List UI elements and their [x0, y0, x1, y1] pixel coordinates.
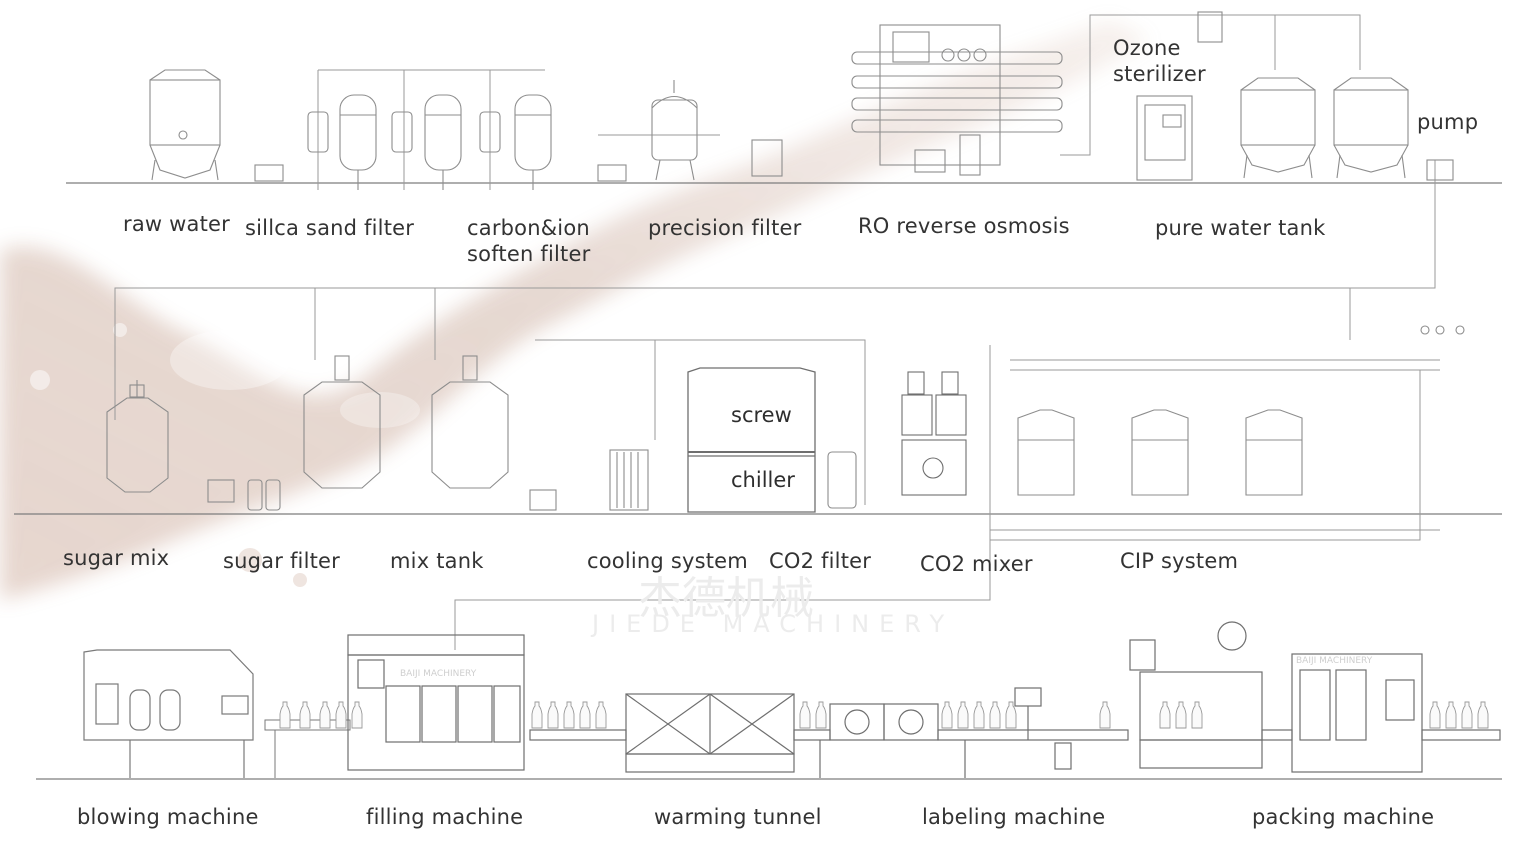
bottle-icon — [595, 701, 607, 729]
ozone-sterilizer-unit — [1136, 11, 1223, 181]
bottle-icon — [335, 701, 347, 729]
bottle-icon — [1445, 701, 1457, 729]
bottle-icon — [1429, 701, 1441, 729]
label-silica-sand-filter: sillca sand filter — [245, 216, 415, 240]
bottle-icon — [319, 701, 331, 729]
label-pure-water-tank: pure water tank — [1155, 216, 1326, 240]
watermark-chinese: 杰德机械 — [638, 573, 814, 624]
ion-soften-filter — [479, 94, 627, 190]
ro-reverse-osmosis-unit — [851, 24, 1063, 176]
brand-plate-packing: BAIJI MACHINERY — [1296, 656, 1373, 666]
bottle-icon — [799, 701, 811, 729]
labeling-machine-unit — [819, 687, 1129, 778]
label-co2-mixer: CO2 mixer — [920, 552, 1033, 576]
cooling-system-unit — [609, 449, 649, 511]
precision-filter-unit — [651, 80, 783, 181]
bottle-icon — [1477, 701, 1489, 729]
bottle-icon — [547, 701, 559, 729]
label-labeling-machine: labeling machine — [922, 805, 1106, 829]
liquid-splash-background — [0, 20, 1150, 600]
carbon-filter — [391, 94, 462, 190]
label-ozone-line2: sterilizer — [1113, 62, 1206, 86]
sugar-filter-unit — [207, 479, 281, 511]
bottle-icon — [531, 701, 543, 729]
label-raw-water: raw water — [123, 212, 230, 236]
co2-filter-unit — [827, 451, 857, 509]
bottle-icon — [279, 701, 291, 729]
mix-tank-2 — [431, 355, 557, 511]
bottle-icon — [1461, 701, 1473, 729]
bottle-icon — [941, 701, 953, 729]
bottle-icon — [973, 701, 985, 729]
piping-lines — [114, 14, 1440, 650]
screw-chiller-unit — [687, 367, 816, 513]
bottle-icon — [1191, 701, 1203, 729]
bottle-icon — [1159, 701, 1171, 729]
packing-machine-unit — [1129, 621, 1501, 773]
label-filling-machine: filling machine — [366, 805, 524, 829]
label-blowing-machine: blowing machine — [77, 805, 259, 829]
pump-unit — [1426, 159, 1454, 181]
floor-lines — [14, 182, 1502, 780]
bottle-icon — [957, 701, 969, 729]
blowing-machine-unit — [83, 649, 254, 778]
label-ozone-line1: Ozone — [1113, 36, 1181, 60]
label-warming-tunnel: warming tunnel — [654, 805, 822, 829]
co2-mixer-unit — [901, 371, 967, 496]
warming-tunnel-unit — [529, 693, 831, 773]
label-carbon-ion-line1: carbon&ion — [467, 216, 590, 240]
label-sugar-mix: sugar mix — [63, 546, 170, 570]
label-co2-filter: CO2 filter — [769, 549, 872, 573]
brand-plate-filling: BAIJI MACHINERY — [400, 669, 477, 679]
bottle-icon — [563, 701, 575, 729]
bottle-icon — [1005, 701, 1017, 729]
label-sugar-filter: sugar filter — [223, 549, 341, 573]
label-mix-tank: mix tank — [390, 549, 484, 573]
label-packing-machine: packing machine — [1252, 805, 1435, 829]
silica-sand-filter — [307, 94, 377, 190]
pure-water-tank-2 — [1333, 77, 1409, 179]
bottle-icon — [1175, 701, 1187, 729]
sugar-mix-tank — [106, 380, 169, 493]
bottle-icon — [815, 701, 827, 729]
label-pump: pump — [1417, 110, 1479, 134]
mix-tank-1 — [303, 355, 381, 489]
label-cip-system: CIP system — [1120, 549, 1239, 573]
bottle-icon — [351, 701, 363, 729]
bottle-row — [279, 701, 1489, 729]
chiller-top-label: screw — [731, 403, 792, 427]
bottle-icon — [989, 701, 1001, 729]
filling-machine-unit — [347, 634, 525, 771]
label-cooling-system: cooling system — [587, 549, 748, 573]
chiller-bottom-label: chiller — [731, 468, 795, 492]
bottle-icon — [299, 701, 311, 729]
watermark-english: JIEDE MACHINERY — [592, 610, 955, 638]
raw-water-tank — [149, 69, 284, 182]
label-ro-reverse-osmosis: RO reverse osmosis — [858, 214, 1070, 238]
label-precision-filter: precision filter — [648, 216, 802, 240]
pure-water-tank-1 — [1240, 77, 1316, 179]
conveyor-1 — [264, 719, 351, 778]
cip-system-unit — [1017, 325, 1465, 496]
label-carbon-ion-line2: soften filter — [467, 242, 591, 266]
bottle-icon — [1099, 701, 1111, 729]
bottle-icon — [579, 701, 591, 729]
